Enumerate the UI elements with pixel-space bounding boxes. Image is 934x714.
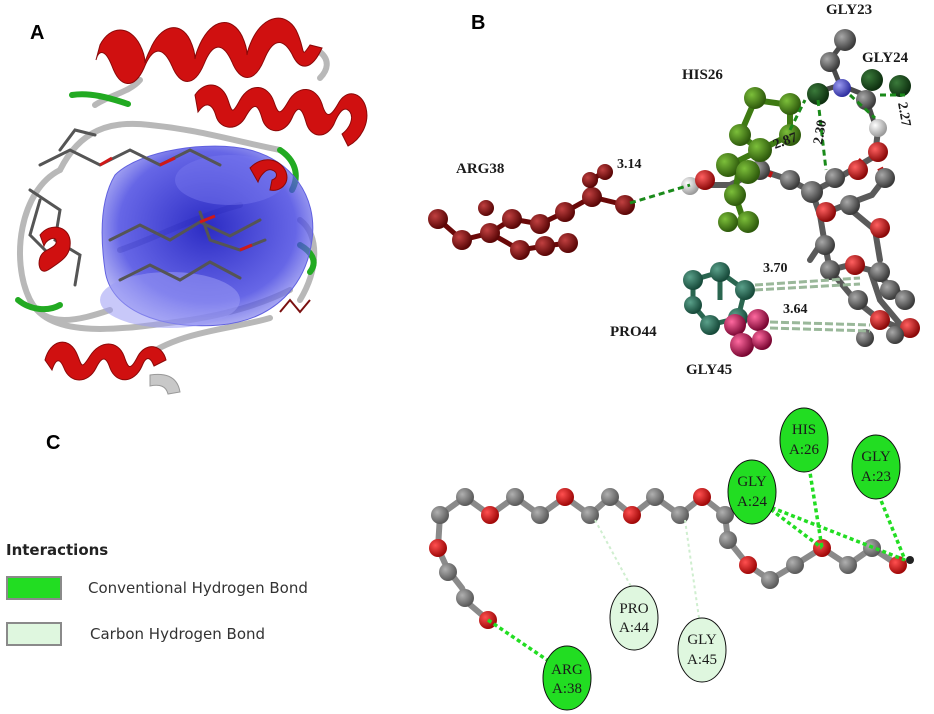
his26-atoms — [716, 87, 801, 233]
arg38-atoms — [428, 164, 635, 260]
bubble-arg38-name: ARG — [551, 662, 583, 678]
carbon-hbond-lines — [594, 519, 701, 626]
bubble-pro44: PRO A:44 — [609, 585, 659, 651]
bubble-gly45-id: A:45 — [687, 652, 717, 668]
bubble-his26-name: HIS — [792, 422, 816, 438]
label-arg38: ARG38 — [456, 161, 504, 177]
label-gly45: GLY45 — [686, 362, 732, 378]
ligand-sticks — [28, 128, 267, 287]
bubble-his26-id: A:26 — [789, 442, 820, 458]
legend-swatch-conventional — [6, 576, 62, 600]
distance-3-70: 3.70 — [763, 261, 788, 276]
legend-item-conventional: Conventional Hydrogen Bond — [6, 576, 308, 600]
ligand-2d-sticks — [434, 493, 901, 623]
legend-swatch-carbon — [6, 622, 62, 646]
legend-title: Interactions — [6, 541, 109, 559]
distance-2-30: 2.30 — [811, 119, 830, 146]
bubble-pro44-id: A:44 — [619, 620, 650, 636]
bubble-his26: HIS A:26 — [779, 407, 829, 473]
alpha-helices — [38, 17, 368, 395]
panel-b-label: B — [471, 12, 486, 34]
bubble-gly45: GLY A:45 — [677, 617, 727, 683]
gly45-atoms — [724, 309, 772, 357]
conventional-hbond-lines — [487, 459, 907, 668]
legend-item-carbon: Carbon Hydrogen Bond — [6, 622, 265, 646]
hbond-dashes-3d — [629, 93, 905, 205]
distance-3-14: 3.14 — [617, 157, 642, 172]
bubble-gly24: GLY A:24 — [727, 459, 777, 525]
bubble-pro44-name: PRO — [619, 601, 648, 617]
legend-label-conventional: Conventional Hydrogen Bond — [88, 579, 308, 597]
ligand-fragment-right — [279, 298, 311, 314]
carbon-hbond-dashes-3d — [754, 276, 871, 333]
legend-label-carbon: Carbon Hydrogen Bond — [90, 625, 266, 643]
label-his26: HIS26 — [682, 67, 723, 83]
bubble-gly23: GLY A:23 — [851, 434, 901, 500]
label-gly24: GLY24 — [862, 50, 909, 66]
panel-c-label: C — [46, 432, 61, 454]
bubble-gly24-name: GLY — [737, 474, 766, 490]
bubble-gly23-id: A:23 — [861, 469, 891, 485]
label-pro44: PRO44 — [610, 324, 657, 340]
gly23-gly24-atoms — [807, 29, 911, 137]
binding-pocket-surface — [100, 145, 314, 328]
ligand-oxygens — [99, 156, 253, 252]
ligand-2d-atoms — [429, 488, 914, 629]
distance-3-64: 3.64 — [783, 302, 808, 317]
panel-a-label: A — [30, 22, 45, 44]
bubble-gly45-name: GLY — [687, 632, 716, 648]
bubble-arg38: ARG A:38 — [542, 645, 592, 711]
pro44-atoms — [683, 262, 755, 335]
bubble-gly24-id: A:24 — [737, 494, 768, 510]
bubble-gly23-name: GLY — [861, 449, 890, 465]
label-gly23: GLY23 — [826, 2, 872, 18]
distance-2-27: 2.27 — [894, 101, 913, 128]
bubble-arg38-id: A:38 — [552, 681, 582, 697]
